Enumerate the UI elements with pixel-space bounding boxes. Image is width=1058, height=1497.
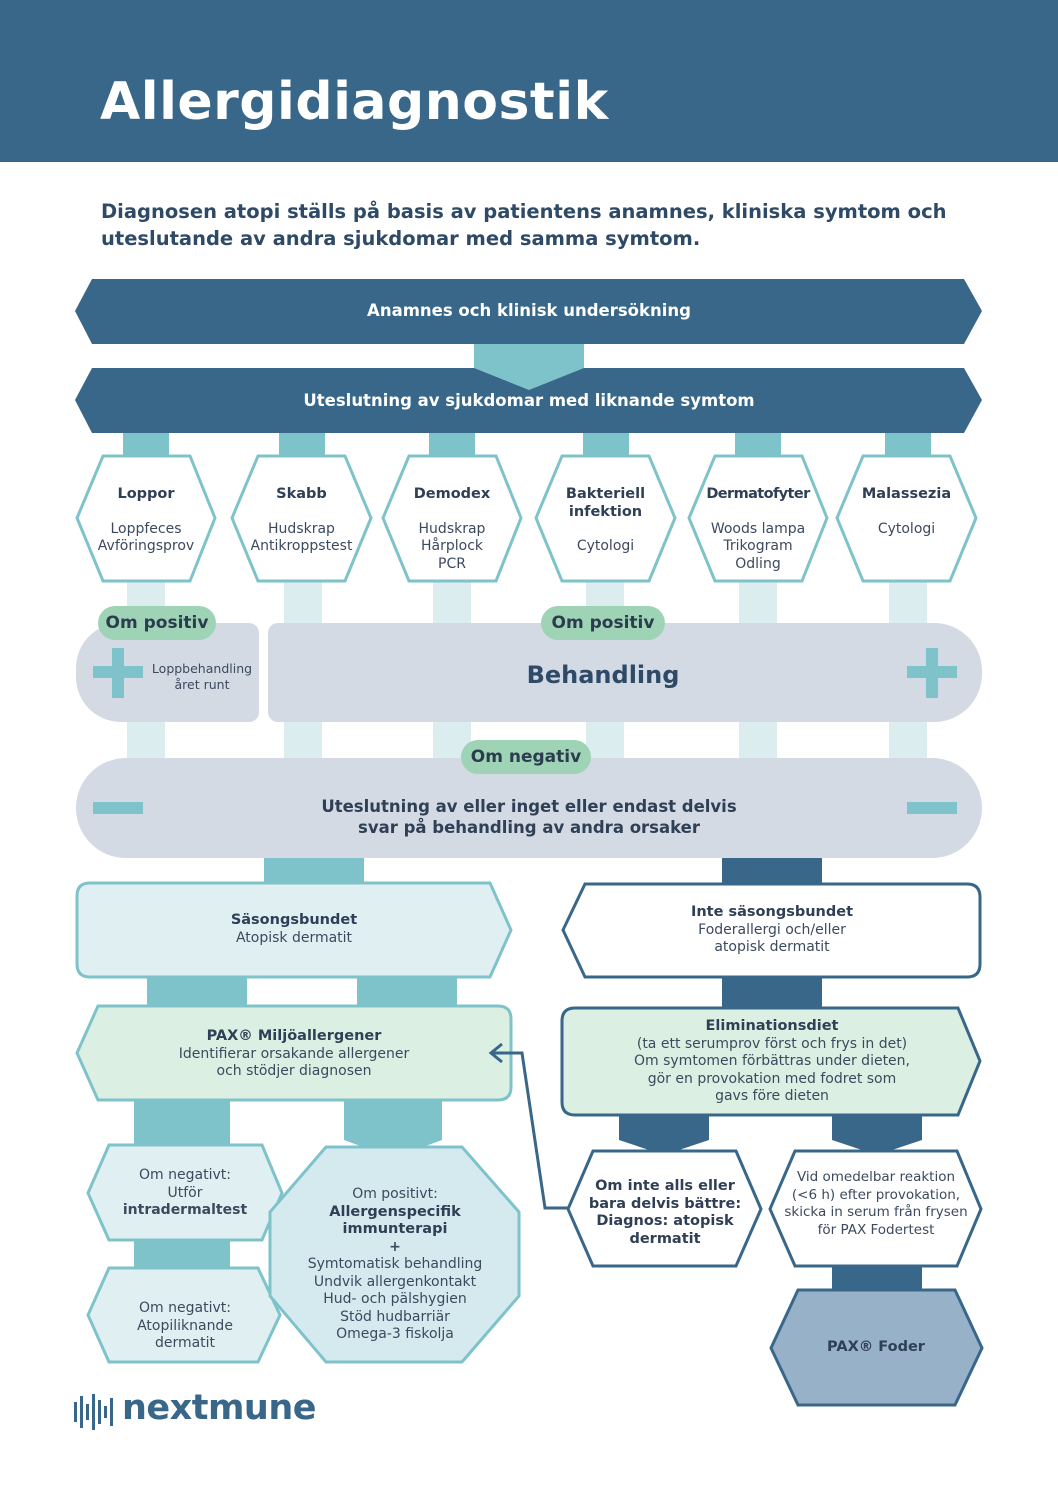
exclusion-text: Uteslutning av eller inget eller endast … [321, 797, 737, 837]
nextmune-logo-icon [74, 1394, 113, 1430]
condition-bakteriell: Bakteriell infektion Cytologi [565, 486, 646, 554]
immediate-box [768, 1149, 983, 1268]
page-title: Allergidiagnostik [100, 72, 609, 132]
pax-foder-box [769, 1288, 984, 1407]
immediate-text: Vid omedelbar reaktion(<6 h) efter provo… [784, 1169, 968, 1238]
neg-intradermal-box [86, 1143, 284, 1242]
behandling-label: Behandling [526, 661, 680, 689]
minus-icon [907, 802, 957, 814]
nextmune-logo-text: nextmune [122, 1388, 317, 1428]
condition-malassezia: Malassezia Cytologi [861, 486, 952, 537]
step-anamnes: Anamnes och klinisk undersökning [367, 301, 691, 320]
pax-env-box [75, 1004, 513, 1102]
pax-env-text: PAX® Miljöallergener Identifierar orsaka… [178, 1028, 410, 1079]
banner-anamnes [75, 279, 982, 344]
neg-intradermal-text: Om negativt:Utför intradermaltest [122, 1167, 248, 1218]
pos-immuno-box [268, 1145, 521, 1364]
plus-icon [907, 648, 957, 698]
pill-om-positiv-left: Om positiv [98, 606, 216, 640]
elimination-box [560, 1006, 982, 1117]
elimination-text: Eliminationsdiet (ta ett serumprov först… [634, 1018, 910, 1104]
seasonal-box [75, 881, 513, 979]
banner-uteslutning [75, 368, 982, 433]
step-uteslutning: Uteslutning av sjukdomar med liknande sy… [303, 391, 755, 410]
header-bar [0, 0, 1058, 162]
condition-hexagons [75, 454, 978, 583]
plus-icon [93, 648, 143, 698]
intro-text: Diagnosen atopi ställs på basis av patie… [101, 200, 947, 250]
non-seasonal-box [561, 882, 982, 979]
pill-om-negativ: Om negativ [461, 740, 591, 774]
exclusion-panel [76, 758, 982, 858]
pos-immuno-text: Om positivt: Allergenspecifik immunterap… [307, 1186, 483, 1342]
teal-connectors [123, 432, 931, 470]
not-better-box [566, 1149, 763, 1268]
feedback-arrow [492, 1051, 568, 1210]
pax-foder-label: PAX® Foder [827, 1339, 925, 1355]
behandling-panel [268, 623, 982, 722]
neg-atopi-box [86, 1266, 282, 1364]
seasonal-text: Säsongsbundet Atopisk dermatit [230, 912, 358, 946]
non-seasonal-text: Inte säsongsbundet Foderallergi och/elle… [690, 904, 854, 955]
pill-om-positiv-right: Om positiv [541, 606, 665, 640]
minus-icon [93, 802, 143, 814]
